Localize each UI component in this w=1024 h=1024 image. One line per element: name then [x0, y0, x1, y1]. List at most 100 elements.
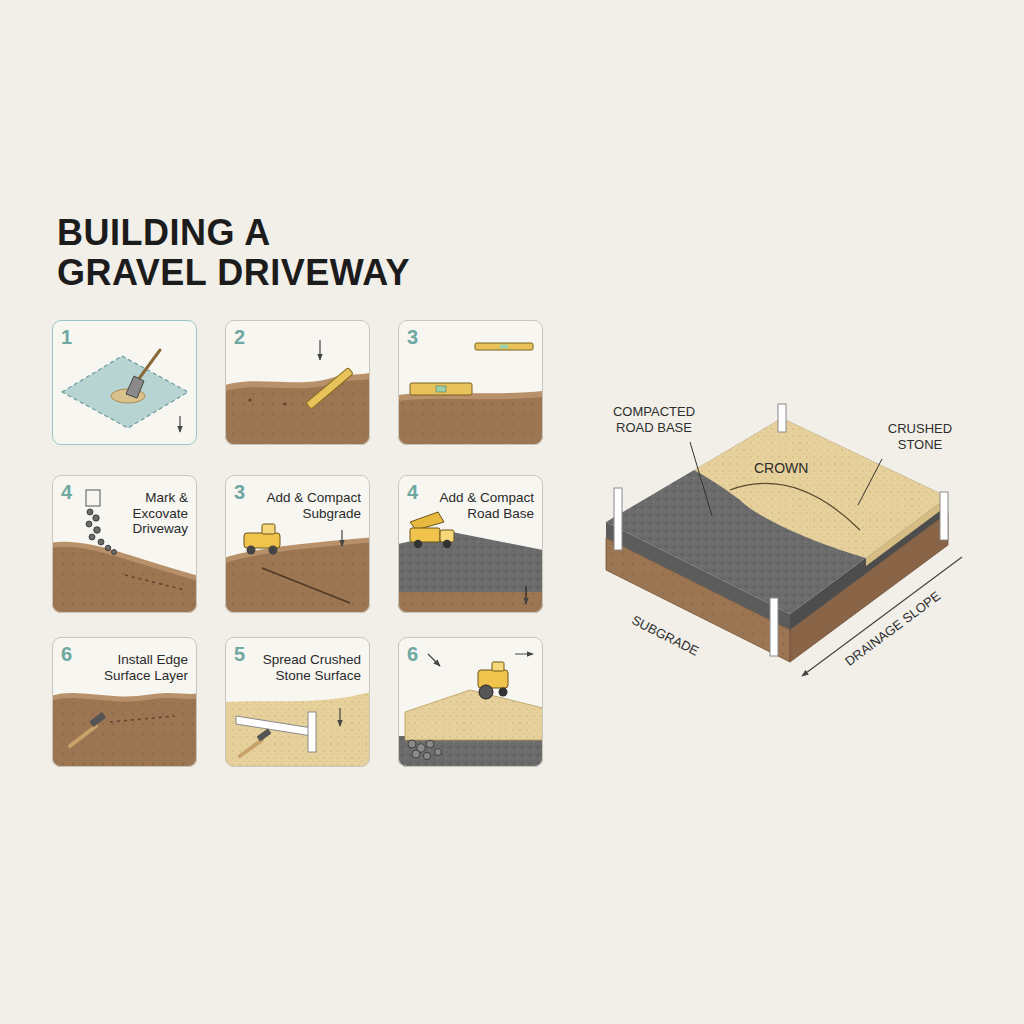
stone: [86, 521, 92, 527]
wheel: [247, 546, 256, 555]
excavation-picture: [225, 340, 370, 445]
step-number: 5: [234, 643, 245, 665]
part-label: CRUSHED STONE: [874, 421, 966, 453]
step-number: 1: [61, 326, 72, 348]
wheel: [499, 688, 508, 697]
bin-outline: [86, 490, 100, 506]
spread-stone-picture: [225, 692, 370, 767]
step-panel: 4 Add & Compact Road Base: [398, 475, 543, 613]
step-panel: 2: [225, 320, 370, 445]
leader-line: [858, 459, 882, 505]
hammer-handle: [240, 740, 262, 756]
ground: [52, 695, 197, 767]
step-number: 3: [234, 481, 245, 503]
step-number: 6: [407, 643, 418, 665]
compaction-picture: [398, 654, 543, 767]
topsoil: [52, 695, 197, 699]
edge-stake: [778, 404, 786, 432]
stone: [87, 509, 93, 515]
step-caption: Mark & Excovate Driveway: [108, 490, 188, 537]
slope-line: [262, 568, 350, 603]
stone: [423, 752, 430, 759]
crushed-stone: [225, 692, 370, 767]
dig-line: [125, 575, 185, 590]
ground: [398, 592, 543, 613]
roller-cab: [492, 662, 504, 671]
dig-line: [110, 716, 175, 722]
hammer-head: [257, 728, 272, 741]
shovel-handle: [138, 350, 160, 380]
title: BUILDING A GRAVEL DRIVEWAY: [57, 213, 410, 293]
subgrade-picture: [225, 524, 370, 613]
stone: [89, 534, 95, 540]
soil-dot: [283, 402, 286, 405]
direction-arrow: [319, 340, 320, 360]
step-number: 4: [61, 481, 72, 503]
step-caption: Spread Crushed Stone Surface: [251, 652, 361, 683]
ground: [225, 540, 370, 613]
stone: [408, 740, 416, 748]
step-panel: 1: [52, 320, 197, 445]
shovel-blade: [126, 376, 144, 398]
road-base: [398, 532, 543, 613]
ground: [225, 376, 370, 445]
part-label: DRAINAGE SLOPE: [842, 588, 944, 669]
stone: [98, 539, 104, 545]
step-panel: 5 Spread Crushed Stone Surface: [225, 637, 370, 767]
hammer-handle: [70, 726, 96, 746]
gravel-stones: [408, 740, 441, 760]
step-caption: Add & Compact Road Base: [430, 490, 534, 521]
truck-bed: [410, 512, 444, 530]
stone: [412, 750, 420, 758]
stone-edge: [866, 497, 948, 566]
edge-board: [236, 716, 312, 736]
crown-line: [730, 483, 860, 530]
panel-fill: [398, 475, 543, 613]
level-bubble: [500, 345, 508, 349]
panel-fill: [225, 475, 370, 613]
step-number: 4: [407, 481, 418, 503]
stone: [105, 545, 111, 551]
stone: [112, 550, 117, 555]
compactor-cab: [262, 524, 275, 534]
step-panel: 4 Mark & Excovate Driveway: [52, 475, 197, 613]
panel-backgrounds: [52, 320, 543, 767]
panel-fill: [398, 637, 543, 767]
road-base: [398, 736, 543, 767]
part-label: CROWN: [754, 460, 808, 476]
level-tool: [410, 383, 472, 395]
part-label: SUBGRADE: [629, 612, 701, 659]
direction-arrow: [179, 416, 180, 432]
edge-stake: [940, 492, 948, 540]
part-label: COMPACTED ROAD BASE: [598, 404, 710, 436]
wheel: [443, 540, 451, 548]
direction-arrow: [428, 654, 440, 666]
step-panel: 6Install Edge Surface Layer: [52, 637, 197, 767]
level-tool: [475, 343, 533, 350]
edge-stake: [770, 598, 778, 656]
compactor-body: [244, 533, 280, 548]
step-number: 3: [407, 326, 418, 348]
step-panel: 6: [398, 637, 543, 767]
step-number: 2: [234, 326, 245, 348]
soil-dot: [248, 398, 251, 401]
truck-body: [410, 528, 440, 542]
hammer-head: [89, 712, 106, 727]
ground: [52, 544, 197, 613]
level-tool: [306, 368, 353, 409]
leader-line: [690, 442, 712, 516]
compacted-road-base: [606, 418, 948, 614]
edge-stake: [614, 488, 622, 550]
dig-picture: [52, 490, 197, 613]
edge-install-picture: [52, 695, 197, 767]
panel-fill: [225, 320, 370, 445]
direction-arrow: [525, 586, 526, 604]
crushed-stone: [405, 690, 543, 740]
stone: [426, 740, 434, 748]
plot-marking-picture: [62, 350, 188, 432]
direction-arrow: [515, 653, 533, 654]
edge-stake: [308, 712, 316, 752]
stone: [435, 749, 442, 756]
drainage-arrow: [802, 557, 962, 676]
panel-fill: [398, 320, 543, 445]
